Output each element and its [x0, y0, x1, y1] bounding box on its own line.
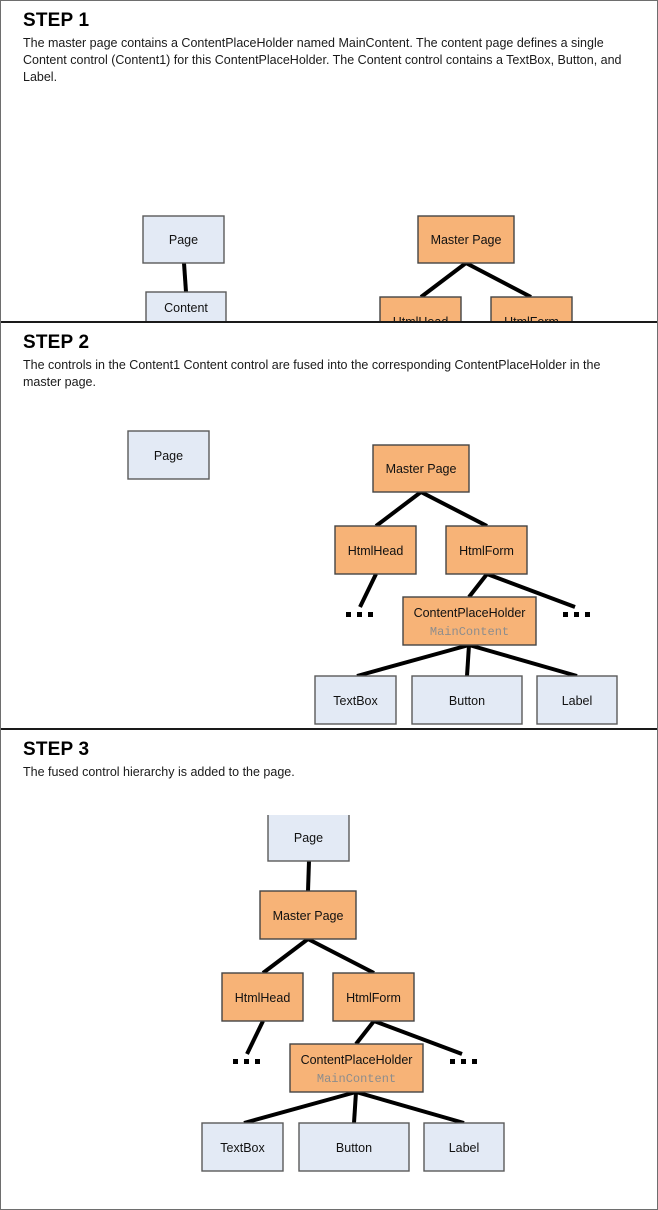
node-label-label: Label [449, 1141, 480, 1155]
edge-htmlhead-ellipsis [245, 1020, 265, 1055]
node-content-label: Content [164, 301, 208, 315]
ellipsis-form-icon [563, 612, 590, 617]
step-2-title: STEP 2 [23, 332, 90, 353]
node-label[interactable]: Label [536, 675, 618, 725]
edge-cph-textbox [356, 643, 470, 678]
edge-master-htmlhead [261, 937, 310, 975]
edge-htmlform-ellipsis [486, 572, 576, 609]
step-2-section: STEP 2 The controls in the Content1 Cont… [1, 321, 657, 728]
node-contentplaceholder-sublabel: MainContent [317, 1072, 396, 1086]
node-htmlhead-label: HtmlHead [235, 991, 291, 1005]
node-htmlform[interactable]: HtmlForm [490, 296, 573, 321]
edge-master-htmlform [465, 261, 532, 299]
node-master-page[interactable]: Master Page [372, 444, 470, 493]
edge-master-htmlform [420, 490, 488, 528]
step-1-title: STEP 1 [23, 10, 90, 31]
node-page-label: Page [154, 449, 183, 463]
step-1-section: STEP 1 The master page contains a Conten… [1, 1, 657, 321]
node-contentplaceholder-label: ContentPlaceHolder [301, 1053, 413, 1067]
node-label[interactable]: Label [423, 1122, 505, 1172]
node-page-label: Page [294, 831, 323, 845]
node-master-page[interactable]: Master Page [417, 215, 515, 264]
node-htmlform[interactable]: HtmlForm [332, 972, 415, 1022]
node-content-sublabel: Content1 [157, 320, 215, 321]
edge-page-masterpage [306, 860, 311, 892]
edge-cph-label [468, 643, 578, 678]
node-htmlform-label: HtmlForm [504, 315, 559, 321]
step-3-section: STEP 3 The fused control hierarchy is ad… [1, 728, 657, 1209]
edge-cph-button [352, 1091, 358, 1124]
step-2-description: The controls in the Content1 Content con… [23, 358, 601, 389]
step-1-description: The master page contains a ContentPlaceH… [23, 36, 622, 84]
node-textbox-label: TextBox [333, 694, 378, 708]
node-htmlhead-label: HtmlHead [348, 544, 404, 558]
node-htmlform[interactable]: HtmlForm [445, 525, 528, 575]
node-textbox[interactable]: TextBox [201, 1122, 284, 1172]
step-3-diagram: Page Master Page HtmlHead HtmlForm Conte… [201, 815, 505, 1172]
edge-master-htmlhead [419, 261, 468, 299]
ellipsis-form-icon [450, 1059, 477, 1064]
node-htmlhead-label: HtmlHead [393, 315, 449, 321]
node-master-page-label: Master Page [386, 462, 457, 476]
node-htmlhead[interactable]: HtmlHead [334, 525, 417, 575]
step-2-diagram: Page Master Page HtmlHead HtmlFor [127, 430, 618, 725]
edge-cph-button [465, 644, 471, 677]
step-1-diagram: Page Content Content1 TextBox Button Lab… [142, 215, 573, 321]
ellipsis-head-icon [346, 612, 373, 617]
edge-htmlhead-ellipsis [358, 573, 378, 608]
node-htmlform-label: HtmlForm [459, 544, 514, 558]
node-textbox-label: TextBox [220, 1141, 265, 1155]
node-content[interactable]: Content Content1 [145, 291, 227, 321]
edge-cph-textbox [243, 1090, 357, 1125]
node-htmlhead[interactable]: HtmlHead [379, 296, 462, 321]
node-htmlform-label: HtmlForm [346, 991, 401, 1005]
node-page[interactable]: Page [127, 430, 210, 480]
node-button[interactable]: Button [411, 675, 523, 725]
node-button[interactable]: Button [298, 1122, 410, 1172]
edge-htmlform-cph [467, 572, 489, 599]
node-master-page-label: Master Page [431, 233, 502, 247]
edge-htmlform-ellipsis [373, 1019, 463, 1056]
edge-master-htmlhead [374, 490, 423, 528]
node-contentplaceholder[interactable]: ContentPlaceHolder MainContent [289, 1043, 424, 1093]
node-master-page[interactable]: Master Page [259, 890, 357, 940]
node-page[interactable]: Page [267, 815, 350, 862]
node-contentplaceholder-sublabel: MainContent [430, 625, 509, 639]
edge-page-content [182, 262, 188, 293]
node-contentplaceholder[interactable]: ContentPlaceHolder MainContent [402, 596, 537, 646]
ellipsis-head-icon [233, 1059, 260, 1064]
node-contentplaceholder-label: ContentPlaceHolder [414, 606, 526, 620]
edge-master-htmlform [307, 937, 375, 975]
node-button-label: Button [336, 1141, 372, 1155]
step-3-description: The fused control hierarchy is added to … [23, 765, 295, 779]
step-3-title: STEP 3 [23, 739, 90, 760]
node-page-label: Page [169, 233, 198, 247]
edge-htmlform-cph [354, 1019, 376, 1046]
node-button-label: Button [449, 694, 485, 708]
node-htmlhead[interactable]: HtmlHead [221, 972, 304, 1022]
edge-cph-label [355, 1090, 465, 1125]
node-page[interactable]: Page [142, 215, 225, 264]
node-master-page-label: Master Page [273, 909, 344, 923]
node-label-label: Label [562, 694, 593, 708]
node-textbox[interactable]: TextBox [314, 675, 397, 725]
